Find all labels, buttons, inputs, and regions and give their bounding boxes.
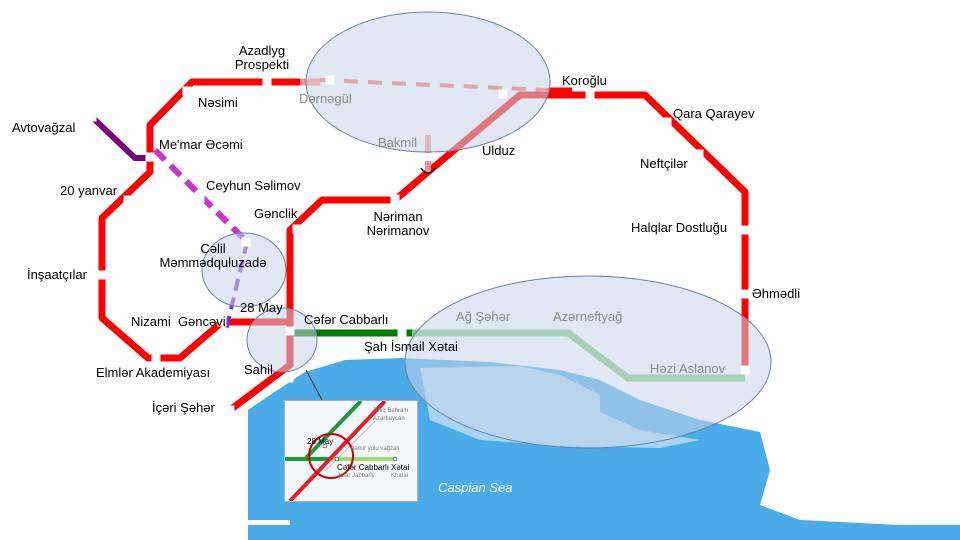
highlight-areas xyxy=(201,11,772,449)
label-cefer-cabbarli: Cəfər Cabbarlı xyxy=(304,312,389,327)
label-20-yanvar: 20 yanvar xyxy=(60,183,118,198)
ellipse-28may xyxy=(246,307,318,373)
label-ceyhun-selimov: Ceyhun Səlimov xyxy=(206,178,301,193)
station-marker xyxy=(325,75,335,85)
station-marker xyxy=(740,289,750,299)
ellipse-dernegul xyxy=(305,11,551,153)
label-nesimi: Nəsimi xyxy=(198,95,238,110)
station-marker xyxy=(241,237,251,247)
purple-line xyxy=(89,114,150,161)
inset-label-xetai: Xətai xyxy=(391,463,410,472)
inset-highlight-circle xyxy=(308,433,354,479)
station-marker xyxy=(694,149,704,159)
inset-red-line xyxy=(288,401,387,501)
label-ag-seher: Ağ Şəhər xyxy=(456,309,511,324)
bakmil-depot-icon xyxy=(420,167,436,174)
station-marker xyxy=(284,373,294,383)
label-koroglu: Koroğlu xyxy=(562,73,607,88)
coast-notch xyxy=(248,520,290,525)
inset-green-diagonal xyxy=(303,401,363,461)
label-qara-qarayev: Qara Qarayev xyxy=(673,106,755,121)
station-marker xyxy=(498,89,508,99)
label-ulduz: Ulduz xyxy=(482,143,516,158)
station-marker xyxy=(740,225,750,235)
inset-station-cefer xyxy=(334,456,340,462)
label-28-may: 28 May xyxy=(240,300,283,315)
station-marker xyxy=(585,90,595,100)
label-dernegul: Dərnəgül xyxy=(299,91,352,106)
label-iceri-seher: İçəri Şəhər xyxy=(152,400,215,415)
label-azerneftyag: Azərneftyağ xyxy=(553,309,623,324)
inset-label-cefer-sub: Jafar Jabbarly xyxy=(337,473,375,479)
label-genclik: Gənclik xyxy=(254,206,298,221)
label-avtovagzal: Avtovağzal xyxy=(12,120,76,135)
label-celil-memmedquluzade: Cəlil Məmmədquluzadə xyxy=(159,241,267,270)
station-marker xyxy=(662,117,672,127)
label-insaatcilar: İnşaatçılar xyxy=(27,267,87,282)
station-marker xyxy=(285,326,295,336)
station-marker xyxy=(740,365,750,375)
inset-label-tiny1: Tofiq Bəhram xyxy=(373,408,409,414)
inset-map-graphic xyxy=(285,401,398,501)
label-azadlyg: Azadlyg Prospekti xyxy=(234,43,290,72)
station-marker xyxy=(292,224,302,234)
inset-label-tiny2: dəmir yolu vağzalı xyxy=(351,446,400,452)
station-marker xyxy=(145,152,155,162)
inset-map: 28 May Cəfər Cabbarlı Jafar Jabbarly Xət… xyxy=(284,400,418,502)
station-marker xyxy=(390,194,400,204)
label-neriman-nerimanov: Nəriman Nərimanov xyxy=(366,209,430,238)
label-elmler-akademiyasi: Elmlər Akademiyası xyxy=(96,365,211,380)
caspian-sea xyxy=(248,358,960,540)
label-nizami-gencevi: Nizami Gəncəvi xyxy=(131,314,226,329)
label-hezi-aslanov: Həzi Aslanov xyxy=(650,361,726,376)
station-marker xyxy=(397,328,407,338)
station-marker xyxy=(262,77,272,87)
inset-pointer xyxy=(305,369,323,401)
inset-station-28may xyxy=(322,443,328,449)
station-marker xyxy=(182,86,192,96)
station-marker xyxy=(195,193,205,203)
label-bakmil: Bakmil xyxy=(378,135,418,150)
station-marker xyxy=(97,270,107,280)
caspian-sea-label: Caspian Sea xyxy=(438,480,513,495)
inset-label-xetai-sub: Khatai xyxy=(391,473,409,479)
label-sah-ismail-xetai: Şah İsmail Xətai xyxy=(364,339,458,354)
inset-label-tiny3: Azərbaycan xyxy=(373,416,405,422)
station-marker xyxy=(151,352,161,362)
label-sahil: Sahil xyxy=(244,362,273,377)
inset-station-xetai xyxy=(392,456,398,462)
station-marker xyxy=(123,195,133,205)
ellipse-celil xyxy=(201,232,287,308)
station-marker xyxy=(225,405,235,415)
inset-label-28-may: 28 May xyxy=(307,437,334,446)
label-ehmedli: Əhmədli xyxy=(752,286,801,301)
station-marker xyxy=(217,317,227,327)
station-marker-bakmil xyxy=(423,153,431,161)
station-markers xyxy=(87,75,750,415)
label-halqlar-dostlugu: Halqlar Dostluğu xyxy=(631,220,728,235)
ellipse-xetai xyxy=(404,275,772,449)
label-memar-ecemi: Me'mar Əcəmi xyxy=(159,137,243,152)
inset-label-cefer-cabbarli: Cəfər Cabbarlı xyxy=(337,463,390,472)
station-marker xyxy=(87,112,97,122)
label-neftciler: Neftçilər xyxy=(640,156,688,171)
